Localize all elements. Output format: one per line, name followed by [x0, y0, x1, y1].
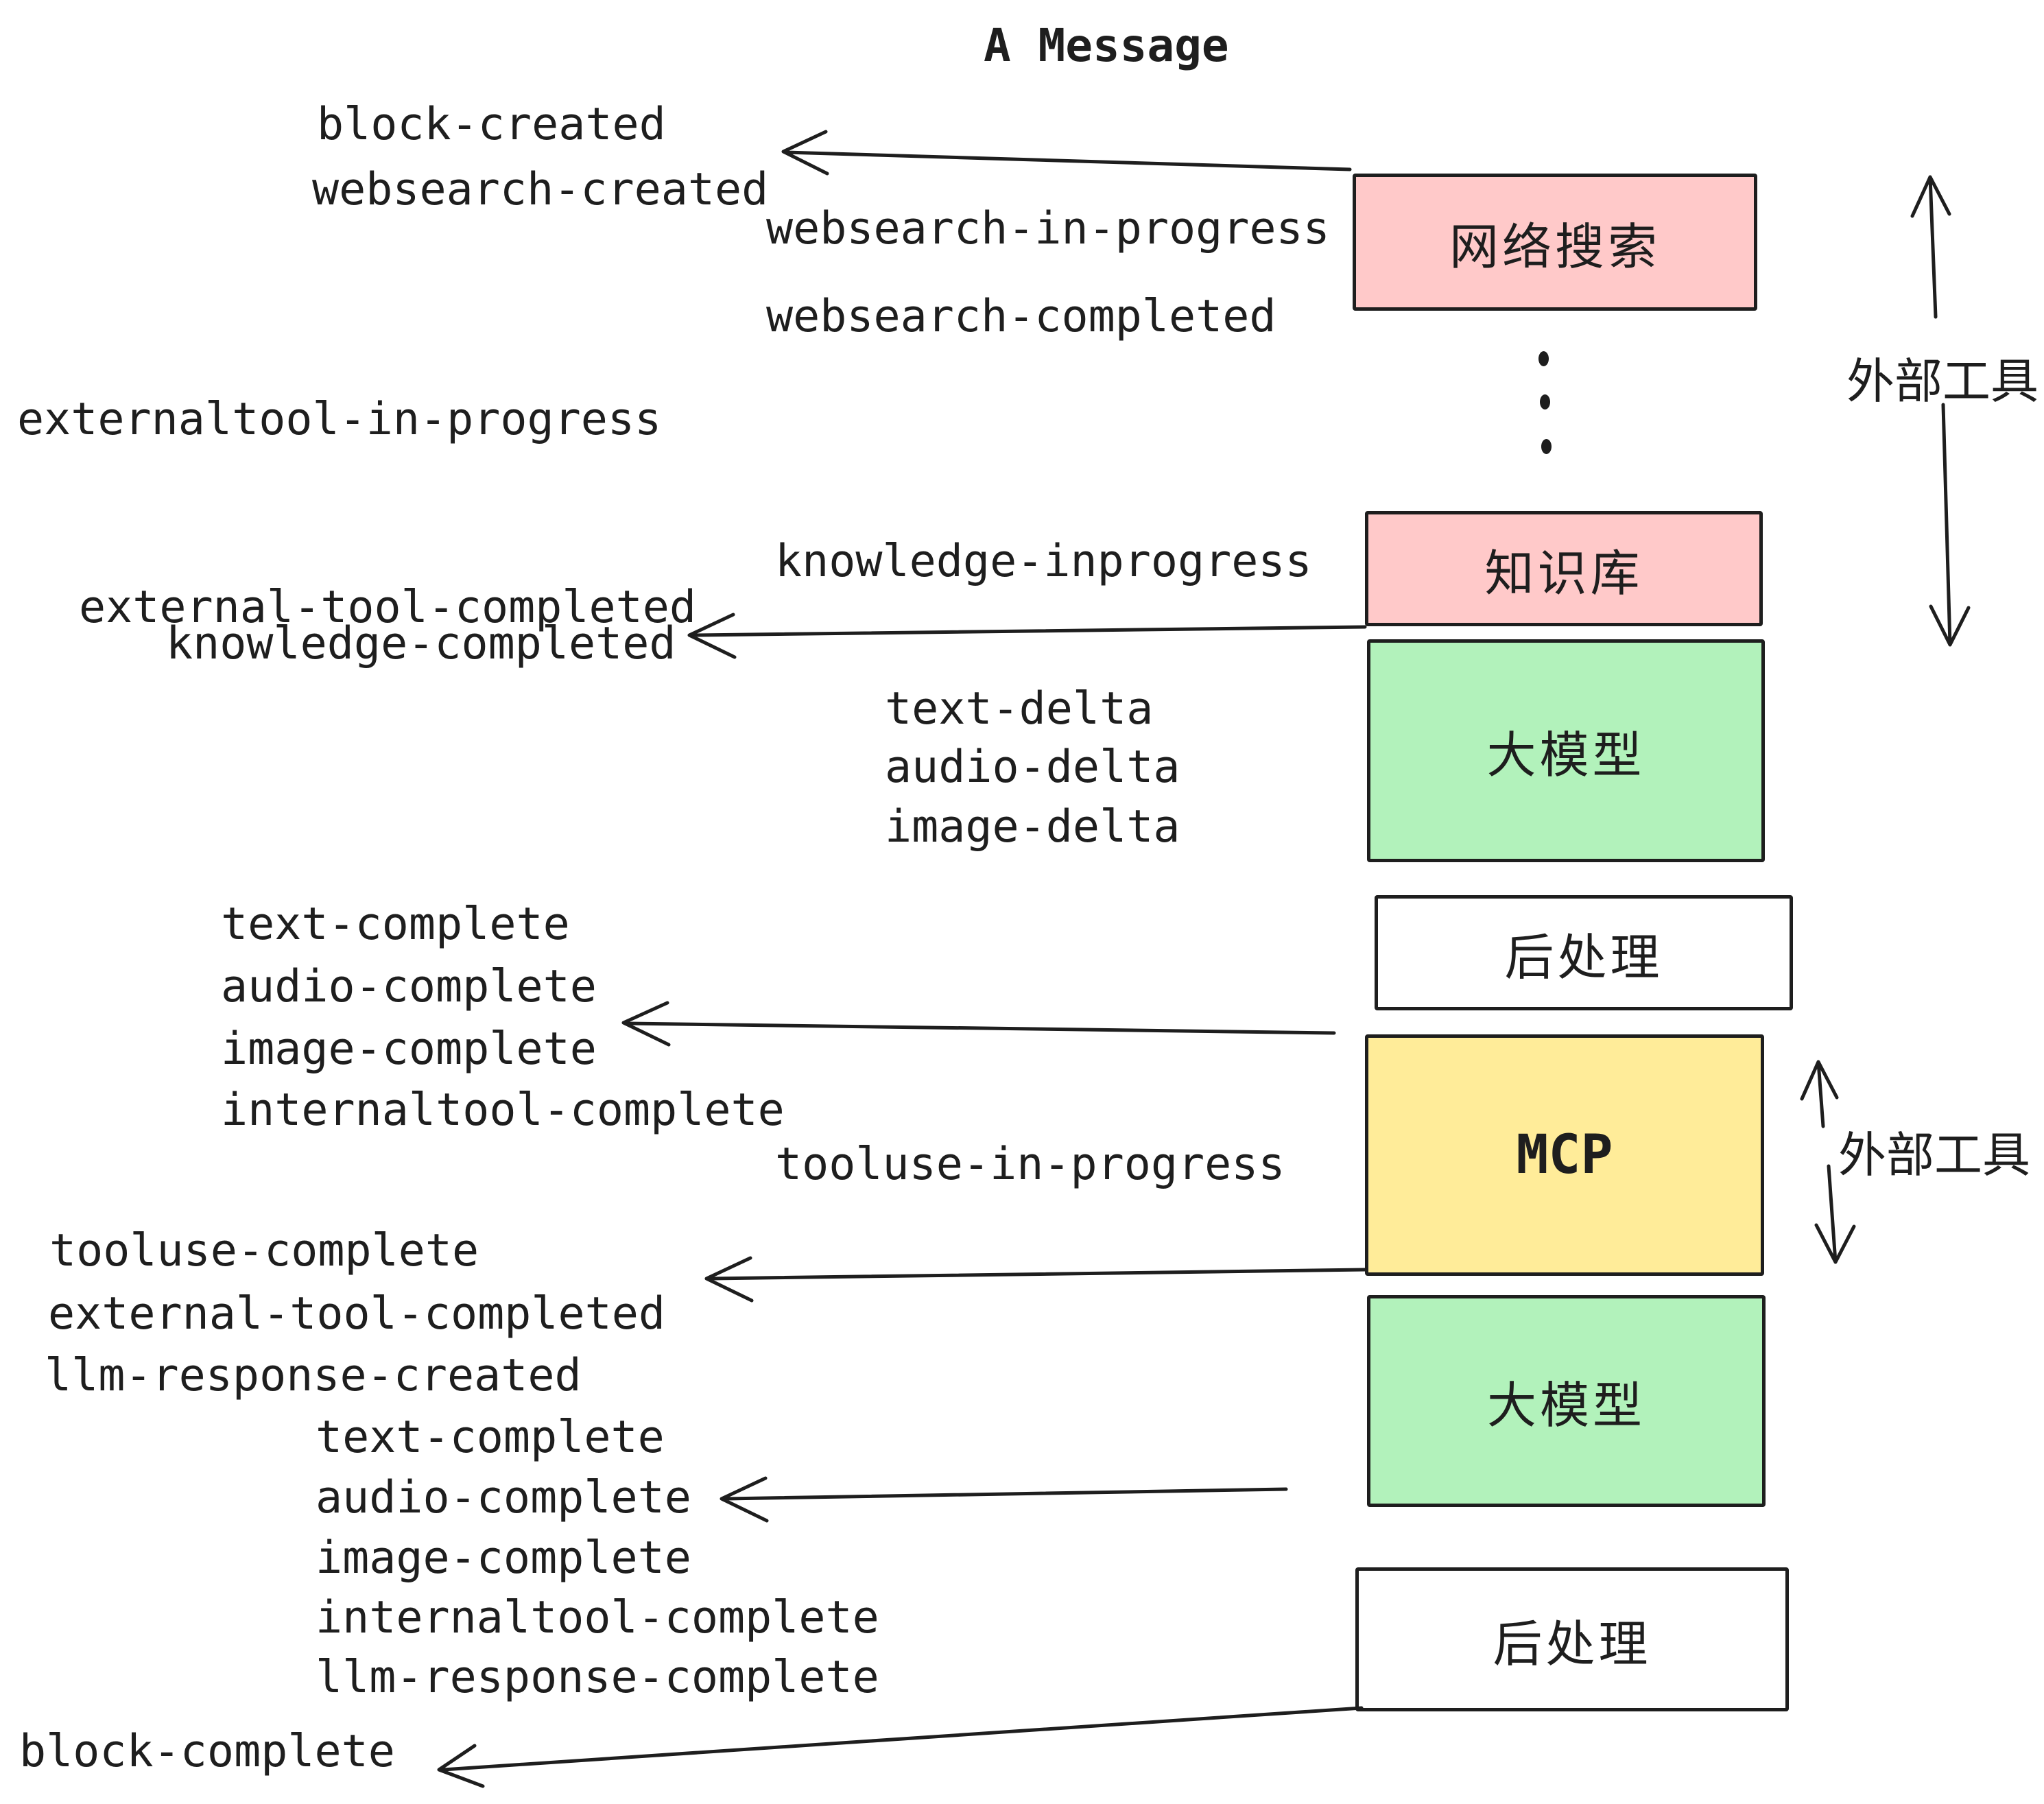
event-label-text-complete-2: text-complete — [316, 1412, 665, 1463]
event-label-text-delta-1: text-delta — [885, 683, 1154, 735]
box-postprocess-1-label: 后处理 — [1504, 928, 1663, 986]
box-postprocess-1: 后处理 — [1375, 895, 1793, 1010]
arrow-postprocess2-to-block-complete — [437, 1706, 1364, 1788]
box-knowledge: 知识库 — [1365, 511, 1763, 626]
event-label-text-complete-1: text-complete — [221, 899, 570, 950]
arrow-mcp-to-tooluse-complete — [704, 1256, 1367, 1303]
event-label-internaltool-complete-2: internaltool-complete — [316, 1592, 879, 1643]
box-mcp-label: MCP — [1516, 1124, 1613, 1186]
ellipsis-dot-2 — [1540, 394, 1550, 410]
event-label-image-delta-1: image-delta — [885, 801, 1180, 853]
event-label-audio-delta-1: audio-delta — [885, 741, 1180, 793]
box-websearch-label: 网络搜索 — [1449, 217, 1661, 276]
arrow-knowledge-to-completed — [687, 613, 1367, 659]
event-label-external-tool-completed-2: external-tool-completed — [48, 1288, 666, 1340]
event-label-llm-response-complete: llm-response-complete — [316, 1652, 879, 1703]
box-websearch: 网络搜索 — [1353, 174, 1757, 311]
arrow-external-tools-1-down — [1929, 403, 1971, 647]
arrow-websearch-to-created — [781, 130, 1352, 176]
arrow-llm2-to-audio-complete — [720, 1476, 1288, 1523]
event-label-audio-complete-2: audio-complete — [316, 1472, 691, 1523]
event-label-image-complete-1: image-complete — [221, 1023, 597, 1075]
event-label-knowledge-inprogress: knowledge-inprogress — [775, 536, 1312, 587]
event-label-websearch-created: websearch-created — [312, 164, 769, 215]
box-postprocess-2: 后处理 — [1355, 1567, 1789, 1711]
event-label-knowledge-completed: knowledge-completed — [166, 618, 676, 669]
event-label-audio-complete-1: audio-complete — [221, 961, 597, 1012]
annotation-external-tools-2: 外部工具 — [1838, 1127, 2030, 1183]
event-label-internaltool-complete-1: internaltool-complete — [221, 1084, 785, 1136]
box-mcp: MCP — [1365, 1034, 1764, 1276]
box-knowledge-label: 知识库 — [1484, 544, 1643, 602]
event-label-image-complete-2: image-complete — [316, 1532, 691, 1584]
event-label-block-complete: block-complete — [19, 1726, 395, 1777]
diagram-title: A Message — [984, 19, 1229, 72]
annotation-external-tools-1: 外部工具 — [1846, 353, 2039, 410]
event-label-llm-response-created: llm-response-created — [45, 1350, 582, 1401]
event-label-tooluse-complete: tooluse-complete — [49, 1225, 479, 1277]
box-llm-1: 大模型 — [1367, 639, 1765, 862]
box-postprocess-2-label: 后处理 — [1493, 1615, 1652, 1673]
ellipsis-dot-3 — [1541, 439, 1552, 454]
box-llm-2: 大模型 — [1367, 1295, 1766, 1507]
event-label-websearch-in-progress: websearch-in-progress — [766, 203, 1330, 254]
box-llm-1-label: 大模型 — [1486, 726, 1645, 784]
arrow-external-tools-2-up — [1800, 1060, 1839, 1128]
arrow-to-image-complete — [621, 1001, 1336, 1047]
arrow-external-tools-1-up — [1910, 175, 1951, 319]
ellipsis-dot-1 — [1538, 351, 1549, 366]
event-label-external-tool-completed: external-tool-completed — [79, 582, 697, 633]
event-label-block-created: block-created — [317, 99, 666, 150]
event-label-tooluse-in-progress: tooluse-in-progress — [775, 1139, 1285, 1190]
box-llm-2-label: 大模型 — [1486, 1377, 1645, 1434]
event-label-websearch-completed: websearch-completed — [766, 291, 1276, 342]
event-label-externaltool-in-progress: externaltool-in-progress — [17, 394, 662, 445]
